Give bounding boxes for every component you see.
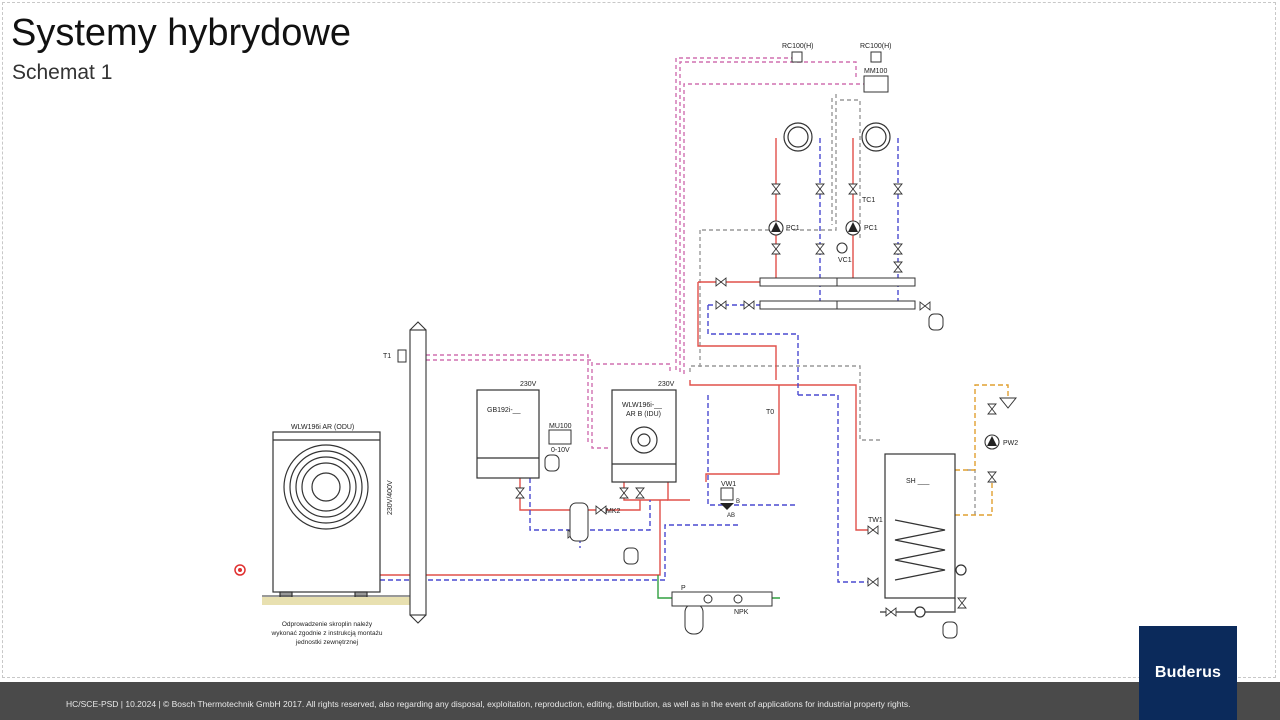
label-rc100-right: RC100(H) bbox=[860, 43, 892, 50]
mm100-module bbox=[863, 75, 889, 93]
label-voltage-gb: 230V bbox=[520, 381, 537, 388]
label-sh: SH ___ bbox=[906, 478, 929, 485]
mixer-vc1-icon bbox=[836, 242, 848, 254]
buderus-logo: Buderus bbox=[1139, 626, 1237, 720]
label-condensate-note-3: jednostki zewnętrznej bbox=[295, 639, 358, 646]
label-pc1-left: PC1 bbox=[786, 225, 800, 232]
label-voltage-odu: 230V/400V bbox=[387, 480, 394, 515]
label-condensate-note-2: wykonać zgodnie z instrukcją montażu bbox=[271, 630, 383, 637]
label-npk: NPK bbox=[734, 609, 749, 616]
label-rc100-left: RC100(H) bbox=[782, 43, 814, 50]
slide-subtitle: Schemat 1 bbox=[12, 61, 113, 84]
label-idu-line1: WLW196i-__ bbox=[622, 402, 662, 409]
label-vc1: VC1 bbox=[838, 257, 852, 264]
diverter-valve-vw1 bbox=[720, 487, 734, 501]
label-odu: WLW196i AR (ODU) bbox=[291, 424, 354, 431]
label-mk2: MK2 bbox=[606, 508, 621, 515]
rc100-left-icon bbox=[791, 51, 803, 63]
logo-text: Buderus bbox=[1154, 664, 1222, 681]
label-t0: T0 bbox=[766, 409, 774, 416]
outdoor-sensor-t1-icon bbox=[397, 349, 407, 363]
building-wall bbox=[409, 321, 427, 624]
expansion-vessel-boiler bbox=[623, 547, 639, 565]
footer-bar bbox=[0, 682, 1280, 720]
expansion-vessel-solar bbox=[684, 603, 704, 635]
dhw-cylinder-sh bbox=[884, 453, 956, 599]
label-mu100-sub: 0-10V bbox=[551, 447, 570, 454]
label-vw1: VW1 bbox=[721, 481, 736, 488]
label-gb192i: GB192i-__ bbox=[487, 407, 521, 414]
footer-copyright: HC/SCE-PSD | 10.2024 | © Bosch Thermotec… bbox=[66, 699, 911, 709]
label-t1: T1 bbox=[383, 353, 391, 360]
label-tc1: TC1 bbox=[862, 197, 875, 204]
label-vw1-ab: AB bbox=[727, 513, 735, 519]
label-condensate-note-1: Odprowadzenie skroplin należy bbox=[282, 621, 373, 628]
slide-frame bbox=[2, 2, 1276, 678]
label-pw2: PW2 bbox=[1003, 440, 1018, 447]
label-pc1-right: PC1 bbox=[864, 225, 878, 232]
hydraulic-separator bbox=[569, 502, 589, 542]
mu100-module bbox=[548, 429, 572, 445]
label-vw1-b: B bbox=[736, 499, 740, 505]
label-voltage-idu: 230V bbox=[658, 381, 675, 388]
label-tw1: TW1 bbox=[868, 517, 883, 524]
label-mm100: MM100 bbox=[864, 68, 887, 75]
npk-group bbox=[671, 591, 773, 607]
label-p: P bbox=[681, 585, 686, 592]
slide-title: Systemy hybrydowe bbox=[11, 12, 352, 54]
gas-boiler-gb192i bbox=[476, 389, 540, 479]
shower-icon bbox=[998, 397, 1018, 409]
label-idu-line2: AR B (IDU) bbox=[626, 411, 661, 418]
label-mu100: MU100 bbox=[549, 423, 572, 430]
expansion-vessel-mu100 bbox=[544, 454, 560, 472]
expansion-vessel-dhw bbox=[942, 621, 958, 639]
expansion-vessel-heating bbox=[928, 313, 944, 331]
rc100-right-icon bbox=[870, 51, 882, 63]
